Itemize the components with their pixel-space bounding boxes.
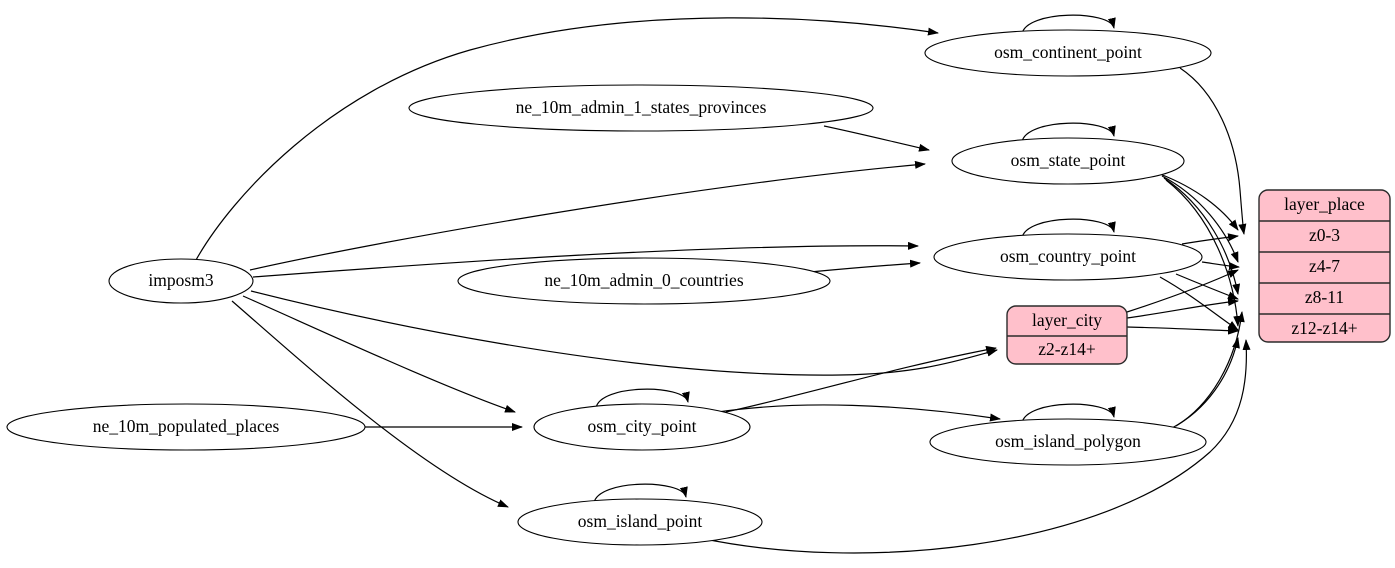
node-label-osm_island_polygon: osm_island_polygon bbox=[995, 431, 1141, 451]
edge-osm_state_point-to-layer_place-z4-7 bbox=[1161, 175, 1239, 263]
edge-osm_city_point-to-osm_island_polygon bbox=[717, 404, 1001, 422]
edge-osm_city_point-to-layer_city-z2-z14p bbox=[725, 345, 997, 413]
record-row-layer_place-z8-11[interactable]: z8-11 bbox=[1305, 287, 1344, 307]
node-label-imposm3: imposm3 bbox=[148, 270, 213, 290]
edge-imposm3-to-osm_state_point bbox=[249, 160, 926, 271]
edge-self-osm_island_point bbox=[593, 483, 688, 504]
edge-osm_country_point-to-layer_place-z0-3 bbox=[1181, 233, 1239, 245]
record-box-layer_city[interactable] bbox=[1006, 305, 1128, 365]
node-osm_continent_point[interactable]: osm_continent_point bbox=[924, 29, 1212, 77]
node-label-ne_10m_populated_places: ne_10m_populated_places bbox=[93, 416, 280, 436]
node-shape-osm_country_point[interactable] bbox=[933, 233, 1203, 281]
edge-ne_10m_admin_0_countries-to-osm_country_point bbox=[809, 259, 921, 273]
edge-self-osm_island_polygon bbox=[1021, 403, 1116, 424]
edge-layer_city-to-layer_place-z4-7 bbox=[1126, 269, 1239, 313]
node-osm_state_point[interactable]: osm_state_point bbox=[951, 137, 1185, 185]
node-label-osm_city_point: osm_city_point bbox=[588, 416, 697, 436]
edge-imposm3-to-osm_country_point bbox=[252, 241, 919, 278]
record-node-layer_city[interactable]: layer_city z2-z14+ bbox=[1006, 305, 1128, 365]
node-shape-imposm3[interactable] bbox=[108, 258, 254, 304]
record-row-layer_place-z12-z14p[interactable]: z12-z14+ bbox=[1291, 318, 1357, 338]
edge-osm_island_polygon-to-layer_place-z12-z14p bbox=[1171, 337, 1240, 429]
edge-imposm3-to-layer_city-z2-z14p bbox=[250, 290, 998, 376]
record-row-layer_place-z4-7[interactable]: z4-7 bbox=[1309, 256, 1340, 276]
record-title-layer_city: layer_city bbox=[1032, 310, 1102, 330]
edge-ne_10m_admin_1_states_provinces-to-osm_state_point bbox=[823, 125, 930, 152]
edge-self-osm_city_point bbox=[595, 388, 690, 409]
record-node-layer_place[interactable]: layer_place z0-3 z4-7 z8-11 z12-z14+ bbox=[1258, 189, 1391, 343]
node-label-osm_state_point: osm_state_point bbox=[1011, 150, 1126, 170]
edge-imposm3-to-osm_island_point bbox=[231, 300, 509, 508]
edge-osm_country_point-to-layer_place-z12-z14p bbox=[1159, 276, 1239, 331]
node-shape-ne_10m_admin_0_countries[interactable] bbox=[457, 257, 831, 305]
node-label-osm_continent_point: osm_continent_point bbox=[994, 42, 1142, 62]
node-ne_10m_admin_0_countries[interactable]: ne_10m_admin_0_countries bbox=[457, 257, 831, 305]
node-osm_country_point[interactable]: osm_country_point bbox=[933, 233, 1203, 281]
edge-self-osm_country_point bbox=[1021, 218, 1116, 239]
node-shape-ne_10m_populated_places[interactable] bbox=[6, 403, 366, 451]
record-row-layer_place-z0-3[interactable]: z0-3 bbox=[1309, 225, 1340, 245]
edge-self-osm_state_point bbox=[1021, 122, 1116, 143]
edge-osm_state_point-to-layer_place-z0-3 bbox=[1159, 173, 1239, 231]
node-shape-ne_10m_admin_1_states_provinces[interactable] bbox=[408, 84, 874, 132]
edge-osm_state_point-to-layer_place-z12-z14p bbox=[1165, 179, 1242, 327]
edge-self-osm_continent_point bbox=[1021, 14, 1116, 35]
node-shape-osm_state_point[interactable] bbox=[951, 137, 1185, 185]
edge-osm_country_point-to-layer_place-z8-11 bbox=[1175, 273, 1239, 300]
edge-layer bbox=[195, 14, 1251, 554]
node-ne_10m_populated_places[interactable]: ne_10m_populated_places bbox=[6, 403, 366, 451]
node-layer: imposm3 ne_10m_populated_places ne_10m_a… bbox=[6, 29, 1391, 546]
edge-imposm3-to-osm_continent_point bbox=[195, 17, 939, 261]
node-label-ne_10m_admin_0_countries: ne_10m_admin_0_countries bbox=[544, 270, 743, 290]
node-ne_10m_admin_1_states_provinces[interactable]: ne_10m_admin_1_states_provinces bbox=[408, 84, 874, 132]
edge-osm_country_point-to-layer_place-z4-7 bbox=[1201, 261, 1240, 271]
node-osm_city_point[interactable]: osm_city_point bbox=[533, 403, 751, 451]
edge-osm_island_point-to-layer_place-z12-z14p bbox=[699, 339, 1251, 554]
edge-osm_state_point-to-layer_place-z8-11 bbox=[1163, 177, 1241, 295]
node-shape-osm_island_polygon[interactable] bbox=[929, 418, 1207, 466]
edge-layer_city-to-layer_place-z8-11 bbox=[1126, 298, 1239, 319]
node-label-ne_10m_admin_1_states_provinces: ne_10m_admin_1_states_provinces bbox=[516, 97, 767, 117]
record-row-layer_city-z2-z14p[interactable]: z2-z14+ bbox=[1038, 339, 1096, 359]
node-imposm3[interactable]: imposm3 bbox=[108, 258, 254, 304]
node-shape-osm_island_point[interactable] bbox=[517, 498, 763, 546]
edge-imposm3-to-osm_city_point bbox=[242, 295, 516, 413]
record-title-layer_place: layer_place bbox=[1284, 194, 1365, 214]
edge-osm_continent_point-to-layer_place-z0-3 bbox=[1179, 67, 1247, 235]
node-osm_island_polygon[interactable]: osm_island_polygon bbox=[929, 418, 1207, 466]
node-osm_island_point[interactable]: osm_island_point bbox=[517, 498, 763, 546]
node-label-osm_country_point: osm_country_point bbox=[1000, 246, 1136, 266]
node-label-osm_island_point: osm_island_point bbox=[578, 511, 703, 531]
node-shape-osm_city_point[interactable] bbox=[533, 403, 751, 451]
edge-layer_city-to-layer_place-z12-z14p bbox=[1126, 326, 1239, 335]
record-box-layer_place[interactable] bbox=[1258, 189, 1391, 343]
node-shape-osm_continent_point[interactable] bbox=[924, 29, 1212, 77]
